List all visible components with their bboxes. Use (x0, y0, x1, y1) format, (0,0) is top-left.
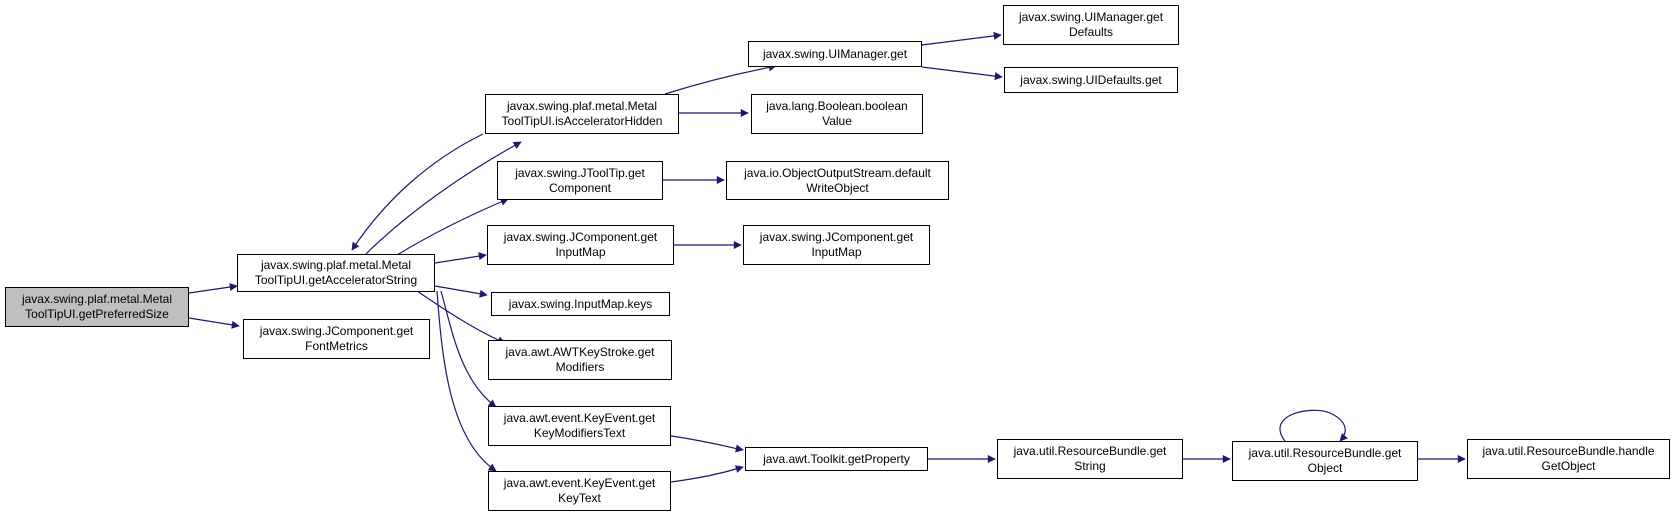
edge-isAcceleratorHidden-to-getAcceleratorString (351, 133, 484, 251)
node-label-line: java.awt.AWTKeyStroke.get (505, 345, 655, 359)
node-label-line: java.util.ResourceBundle.handle (1482, 444, 1655, 458)
node-label-line: InputMap (555, 245, 606, 259)
edge-getKeyText-to-toolkitGetProperty (670, 465, 744, 483)
edge-getObject-self-loop (1279, 409, 1348, 442)
node-label-line: javax.swing.UIManager.get (762, 46, 908, 61)
node-label-line: javax.swing.JComponent.get (759, 230, 914, 244)
edge-root-to-getAcceleratorString (188, 283, 238, 294)
node-label-line: Modifiers (555, 360, 605, 374)
edge-getAcceleratorString-to-getInputMap1 (434, 252, 487, 264)
node-label-line: Value (822, 114, 852, 128)
node-label-line: ToolTipUI.getAcceleratorString (254, 273, 418, 287)
node-label-line: java.awt.event.KeyEvent.get (503, 476, 656, 490)
node-uidefaults-get[interactable]: javax.swing.UIDefaults.get (1004, 67, 1178, 93)
edge-getAcceleratorString-to-getModifiers (416, 290, 506, 344)
node-inputmap-keys[interactable]: javax.swing.InputMap.keys (491, 292, 670, 316)
node-label-line: javax.swing.InputMap.keys (508, 296, 653, 311)
node-label-line: Defaults (1068, 25, 1113, 39)
node-label-line: KeyText (558, 491, 601, 505)
node-label-line: java.util.ResourceBundle.get (1248, 446, 1402, 460)
edge-getAcceleratorString-to-getKeyModifiersText (440, 290, 497, 408)
node-label-line: javax.swing.UIManager.get (1018, 10, 1164, 24)
node-label-line: javax.swing.plaf.metal.Metal (506, 99, 658, 113)
node-label-line: java.awt.Toolkit.getProperty (763, 451, 910, 466)
edge-getAcceleratorString-to-getKeyText (436, 290, 497, 472)
node-label-line: ToolTipUI.isAcceleratorHidden (501, 114, 663, 128)
node-label-line: Object (1307, 461, 1343, 475)
node-label-line: ToolTipUI.getPreferredSize (25, 307, 169, 321)
node-label-line: String (1074, 459, 1106, 473)
node-label-line: javax.swing.JComponent.get (503, 230, 658, 244)
edge-getAcceleratorString-to-isAcceleratorHidden (364, 141, 522, 256)
node-label-line: FontMetrics (305, 339, 368, 353)
edge-getAcceleratorString-to-inputMapKeys (434, 285, 488, 298)
node-uimanager-get[interactable]: javax.swing.UIManager.get (748, 41, 922, 67)
node-label-line: javax.swing.UIDefaults.get (1020, 72, 1162, 87)
node-label-line: java.lang.Boolean.boolean (766, 99, 908, 113)
node-label-line: WriteObject (806, 180, 869, 195)
node-label-line: Component (548, 180, 612, 195)
edge-getAcceleratorString-to-getComponent (396, 198, 509, 256)
edge-uiManagerGet-to-uiDefaultsGet (921, 66, 1003, 81)
node-label-line: KeyModifiersText (533, 426, 626, 440)
node-label-line: java.util.ResourceBundle.get (1013, 444, 1167, 458)
node-label-line: java.awt.event.KeyEvent.get (503, 411, 656, 425)
node-label-line: javax.swing.plaf.metal.Metal (21, 292, 173, 306)
edge-uiManagerGet-to-getDefaults (921, 31, 1002, 46)
node-label-line: java.io.ObjectOutputStream.default (744, 165, 931, 180)
edge-root-to-getFontMetrics (188, 317, 240, 329)
node-label-line: javax.swing.plaf.metal.Metal (260, 258, 412, 272)
edge-getKeyModifiersText-to-toolkitGetProperty (670, 435, 744, 453)
node-label-line: javax.swing.JComponent.get (259, 324, 414, 338)
node-label-line: javax.swing.JToolTip.get (515, 165, 645, 180)
node-toolkit-getproperty[interactable]: java.awt.Toolkit.getProperty (745, 447, 928, 471)
edge-isAcceleratorHidden-to-uiManagerGet (664, 63, 777, 95)
node-label-line: InputMap (811, 245, 862, 259)
node-label-line: GetObject (1541, 459, 1596, 473)
